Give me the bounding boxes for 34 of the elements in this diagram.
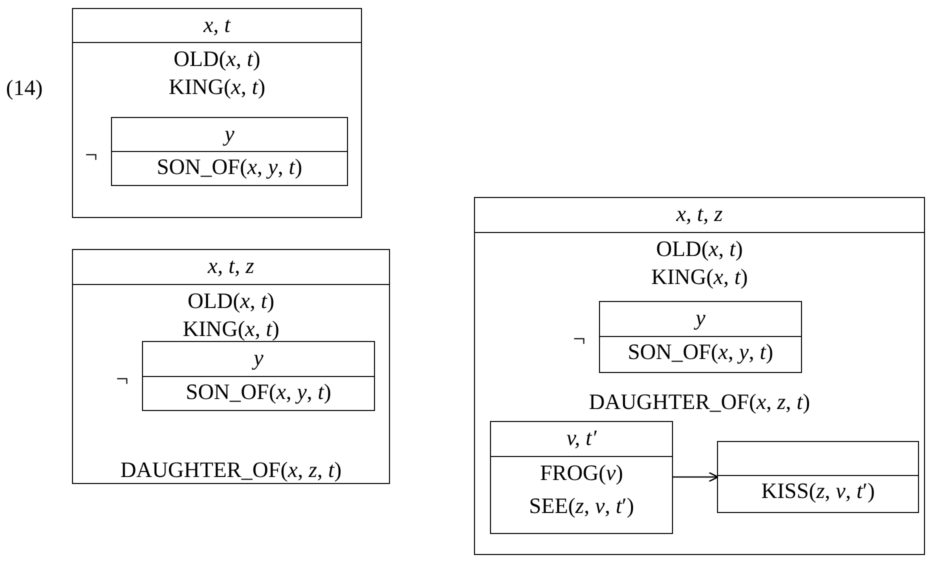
condition-text: OLD(x, t) [188, 287, 274, 315]
drs-box [72, 8, 362, 218]
referent-list: y [143, 342, 374, 377]
drs-box [142, 341, 375, 411]
negation-sign: ¬ [573, 325, 586, 353]
condition-text: OLD(x, t) [174, 45, 260, 73]
example-number: (14) [6, 74, 43, 102]
negation-sign: ¬ [116, 365, 128, 393]
condition-text: KING(x, t) [168, 73, 266, 101]
drs-box [717, 441, 919, 513]
referent-list: y [600, 302, 801, 337]
condition-text: OLD(x, t) [656, 235, 743, 263]
condition-text: DAUGHTER_OF(x, z, t) [120, 456, 342, 484]
referent-list: x, t, z [73, 250, 389, 285]
condition-text: SEE(z, v, t′) [528, 492, 634, 520]
condition-text: KISS(z, v, t′) [761, 477, 875, 505]
arrow [673, 472, 719, 482]
referent-list: y [112, 118, 347, 152]
negation-sign: ¬ [85, 141, 98, 169]
drs-box [111, 117, 348, 186]
drs-box [599, 301, 802, 373]
referent-list: x, t, z [475, 198, 924, 233]
condition-text: FROG(v) [540, 459, 624, 487]
referent-list: v, t′ [491, 422, 672, 457]
condition-text: SON_OF(x, y, t) [186, 378, 332, 406]
condition-text: SON_OF(x, y, t) [628, 338, 774, 366]
condition-text: SON_OF(x, y, t) [156, 153, 302, 181]
condition-text: KING(x, t) [182, 315, 280, 343]
referent-list: x, t [73, 9, 361, 43]
drs-box [474, 197, 925, 555]
drs-box [72, 249, 390, 484]
drs-box [490, 421, 673, 534]
condition-text: DAUGHTER_OF(x, z, t) [588, 388, 810, 416]
condition-text: KING(x, t) [651, 263, 748, 291]
